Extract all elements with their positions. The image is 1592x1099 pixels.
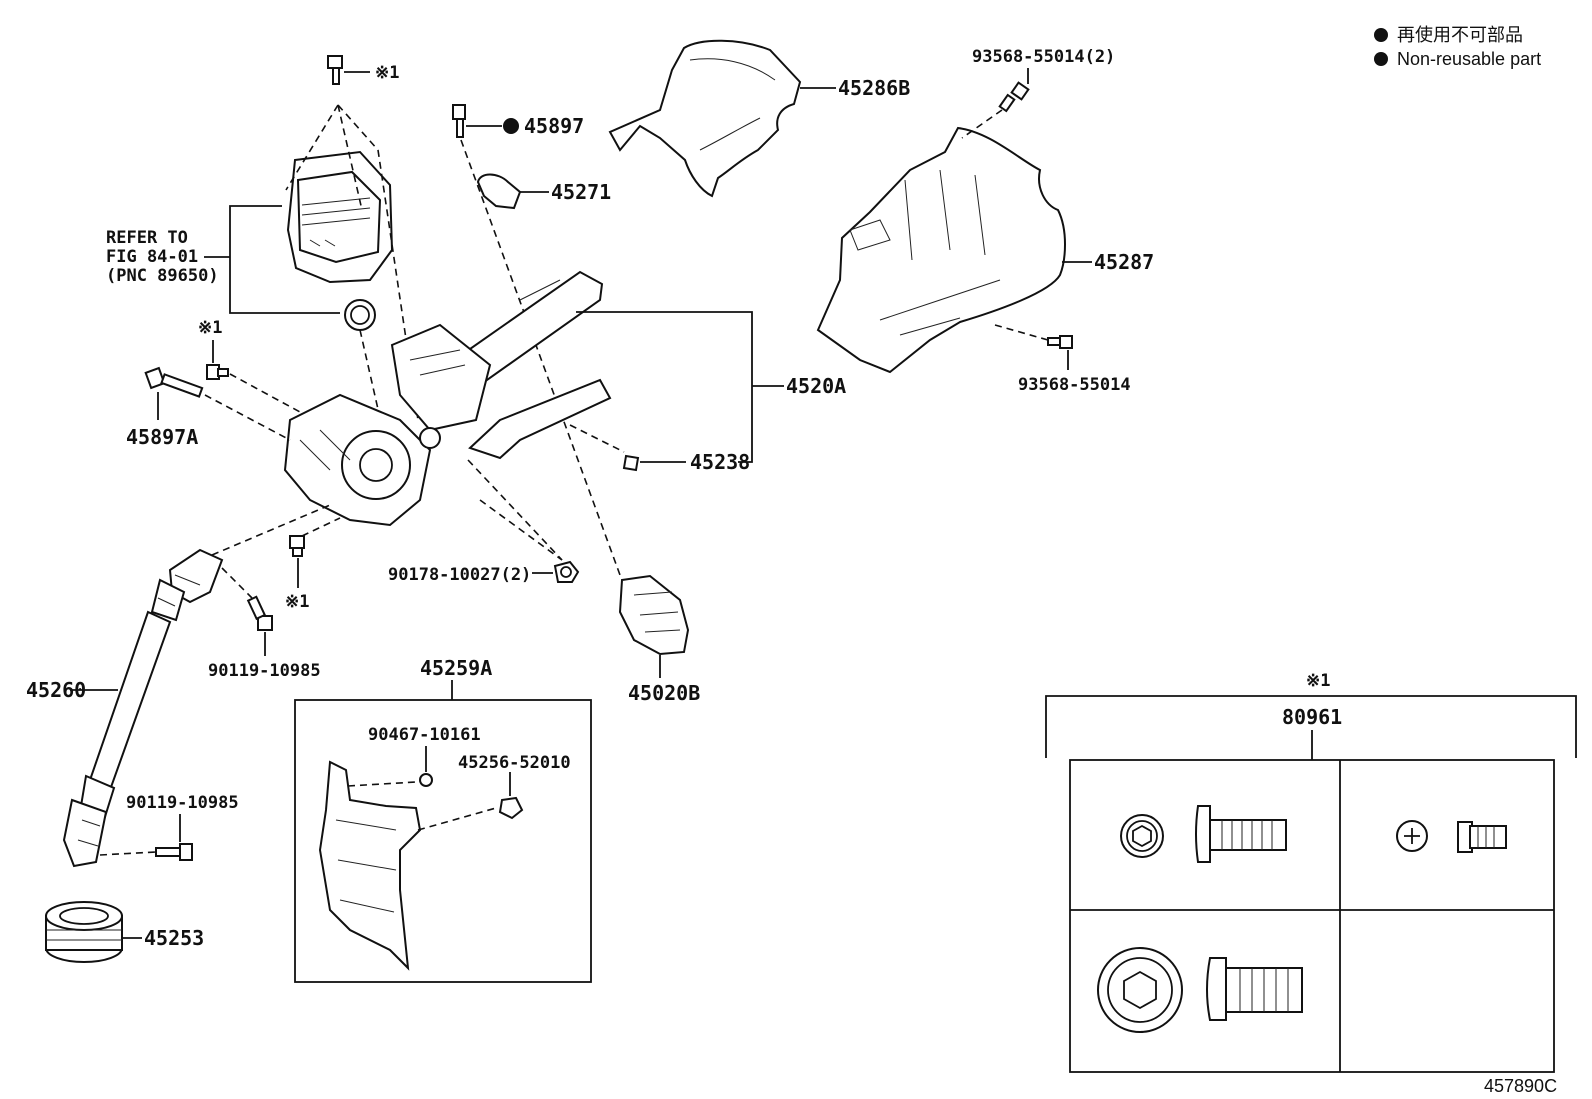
upper-column-cover (608, 39, 802, 198)
label-45256: 45256-52010 (458, 753, 571, 773)
diagram-id: 457890C (1484, 1076, 1557, 1096)
assembly-dashed-line (377, 149, 419, 421)
label-mark1-kit: ※1 (1306, 671, 1330, 691)
label-45287: 45287 (1094, 250, 1154, 274)
lower-column-cover (816, 126, 1066, 374)
label-90119-lower: 90119-10985 (126, 793, 239, 813)
screw-kit-top (327, 55, 343, 85)
assembly-dashed-line (229, 373, 301, 413)
label-45253: 45253 (144, 926, 204, 950)
label-4520A: 4520A (786, 374, 846, 398)
bolt-90119-lower (155, 843, 193, 861)
box-45259A (294, 699, 592, 983)
label-45271: 45271 (551, 180, 611, 204)
nut-90178 (553, 560, 580, 583)
clip-90467 (419, 773, 433, 787)
assembly-dashed-line (417, 807, 497, 831)
eps-motor (286, 150, 394, 331)
legend-bullet-icon (1374, 28, 1388, 42)
label-45286B: 45286B (838, 76, 910, 100)
label-45238: 45238 (690, 450, 750, 474)
hex-socket-bolt-icon (1120, 805, 1287, 863)
label-mark1-top: ※1 (375, 63, 399, 83)
assembly-dashed-line (479, 499, 563, 561)
assembly-dashed-line (467, 459, 563, 561)
assembly-dashed-line (994, 324, 1049, 341)
assembly-dashed-line (569, 424, 625, 453)
assembly-dashed-line (211, 504, 331, 556)
part-45020B (618, 574, 690, 656)
refer-line2: FIG 84-01 (106, 247, 198, 267)
assembly-dashed-line (347, 781, 417, 787)
column-bracket (576, 311, 753, 463)
label-45897: 45897 (524, 114, 584, 138)
intermediate-shaft (62, 548, 224, 868)
legend-bullet-icon (1374, 52, 1388, 66)
part-45238 (622, 454, 640, 472)
assembly-dashed-line (337, 104, 363, 211)
steering-column (283, 270, 612, 527)
large-hex-bolt-icon (1097, 947, 1303, 1033)
bolt-kit-mid (289, 535, 305, 557)
clip-45256 (498, 796, 524, 820)
non-reusable-bullet-icon (503, 118, 519, 134)
screw-93568-top (998, 81, 1030, 113)
refer-bracket (229, 205, 340, 314)
label-45897A: 45897A (126, 425, 198, 449)
bolt-45897A (144, 366, 204, 398)
assembly-dashed-line (204, 394, 291, 441)
label-93568-top: 93568-55014(2) (972, 47, 1115, 67)
label-45260: 45260 (26, 678, 86, 702)
kit-bracket (1045, 695, 1577, 758)
label-90119-upper: 90119-10985 (208, 661, 321, 681)
legend-en: Non-reusable part (1397, 49, 1541, 69)
assembly-dashed-line (301, 517, 341, 537)
assembly-dashed-line (359, 329, 386, 441)
legend-jp: 再使用不可部品 (1397, 25, 1523, 45)
assembly-dashed-line (285, 104, 339, 191)
label-93568-bottom: 93568-55014 (1018, 375, 1131, 395)
dust-boot (45, 901, 123, 963)
bolt-kit-left (206, 364, 229, 380)
bolt-90119-upper (246, 595, 273, 631)
label-90467: 90467-10161 (368, 725, 481, 745)
assembly-dashed-line (460, 139, 621, 576)
part-45271 (476, 173, 522, 210)
label-90178: 90178-10027(2) (388, 565, 531, 585)
label-80961: 80961 (1282, 705, 1342, 729)
refer-line3: (PNC 89650) (106, 266, 219, 286)
assembly-dashed-line (99, 851, 157, 856)
refer-line1: REFER TO (106, 228, 188, 248)
label-mark1-mid: ※1 (285, 592, 309, 612)
assembly-dashed-line (221, 567, 253, 599)
label-45020B: 45020B (628, 681, 700, 705)
screw-93568-bottom (1047, 335, 1073, 349)
screw-45897 (452, 104, 466, 138)
assembly-dashed-line (961, 109, 1003, 139)
phillips-bolt-icon (1396, 820, 1507, 853)
label-mark1-left: ※1 (198, 318, 222, 338)
label-45259A: 45259A (420, 656, 492, 680)
column-hole-cover (318, 760, 422, 971)
assembly-dashed-line (337, 104, 379, 151)
kit-box (1069, 759, 1555, 1073)
